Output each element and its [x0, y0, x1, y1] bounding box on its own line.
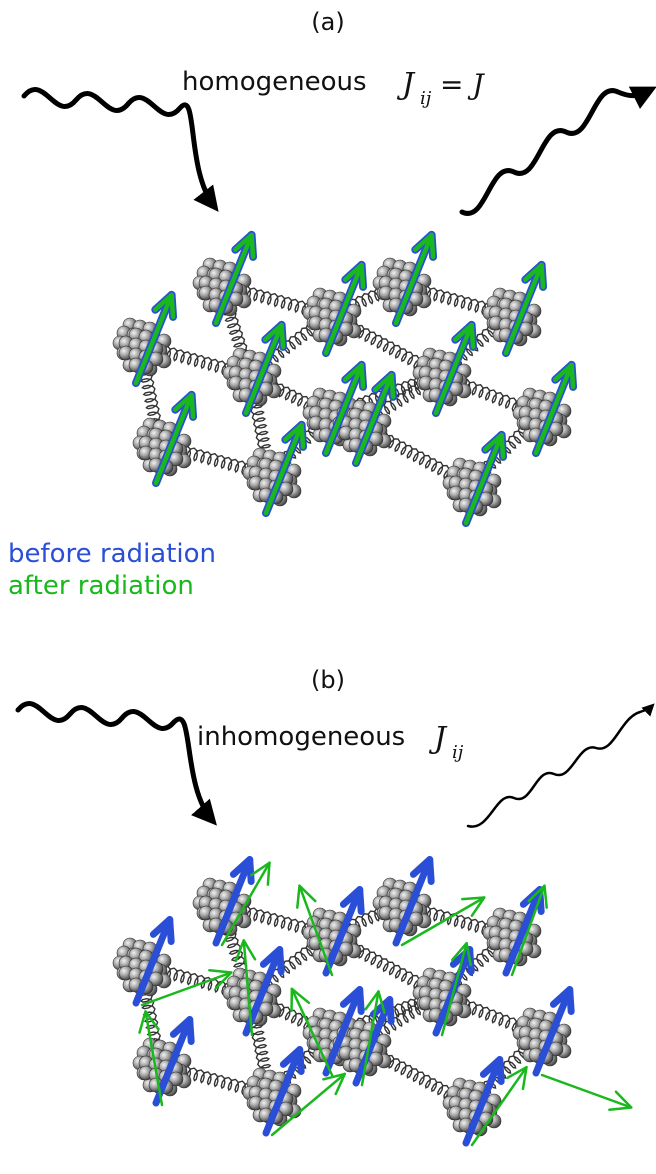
- panel-a-label: (a): [311, 8, 344, 36]
- incoming-wave-b: [15, 701, 217, 826]
- spin-arrow-after: [213, 232, 256, 326]
- spin-lattice-b: [112, 856, 633, 1147]
- panel-b-caption-math-sub: ij: [452, 742, 464, 763]
- atom-cluster: [242, 1067, 302, 1127]
- spin-arrow-after: [153, 392, 196, 486]
- legend-before: before radiation: [8, 539, 216, 569]
- panel-a-caption-math-sub: ij: [420, 88, 432, 109]
- spin-arrow-after: [470, 1065, 528, 1147]
- spin-arrow-after: [290, 987, 334, 1077]
- spin-arrow-before: [322, 986, 365, 1077]
- spin-arrow-after: [400, 896, 486, 947]
- spin-arrow-after: [234, 939, 257, 1037]
- spin-arrow-before: [262, 1046, 305, 1137]
- spin-arrow-after: [296, 884, 334, 977]
- spin-arrow-after: [133, 292, 176, 386]
- atom-cluster: [512, 1007, 572, 1067]
- panel-b-caption-math-j: J: [428, 721, 448, 756]
- spin-arrow-after: [270, 1072, 347, 1137]
- spin-arrow-before: [532, 986, 575, 1077]
- spin-arrow-after: [243, 322, 286, 416]
- panel-a-caption-math-j: J: [396, 67, 416, 102]
- outgoing-wave-a: [459, 86, 656, 216]
- incoming-wave-a: [21, 87, 219, 212]
- spin-lattice-a: [112, 230, 578, 527]
- panel-a-caption-math-eq: = J: [440, 68, 485, 101]
- spin-arrow-after: [503, 262, 546, 356]
- spin-arrow-before: [392, 856, 435, 947]
- spin-arrow-before: [462, 1056, 505, 1147]
- atom-cluster: [112, 317, 172, 377]
- spin-arrow-before: [152, 1016, 195, 1107]
- panel-a-caption-word: homogeneous: [182, 67, 367, 97]
- spin-arrow-after: [323, 362, 366, 456]
- spin-arrow-after: [323, 262, 366, 356]
- spin-arrow-after: [533, 362, 576, 456]
- spin-arrow-after: [433, 322, 476, 416]
- atom-cluster: [512, 387, 572, 447]
- spin-arrow-after: [540, 1073, 633, 1111]
- panel-b-label: (b): [311, 666, 345, 694]
- spin-arrow-after: [140, 969, 233, 1007]
- spin-arrow-after: [393, 232, 436, 326]
- spin-arrow-after: [353, 372, 396, 466]
- spin-arrow-after: [138, 1010, 164, 1107]
- spin-arrow-after: [440, 941, 472, 1037]
- panel-b-caption-word: inhomogeneous: [197, 722, 405, 752]
- spin-arrow-before: [322, 886, 365, 977]
- legend-after: after radiation: [8, 571, 194, 601]
- spin-arrow-after: [220, 861, 271, 947]
- atom-cluster: [412, 967, 472, 1027]
- spin-arrow-after: [463, 432, 506, 526]
- spin-arrow-before: [132, 916, 175, 1007]
- outgoing-wave-b: [466, 703, 655, 828]
- spin-arrow-after: [360, 990, 386, 1087]
- spin-arrow-after: [263, 422, 306, 516]
- spin-arrow-after: [510, 884, 548, 977]
